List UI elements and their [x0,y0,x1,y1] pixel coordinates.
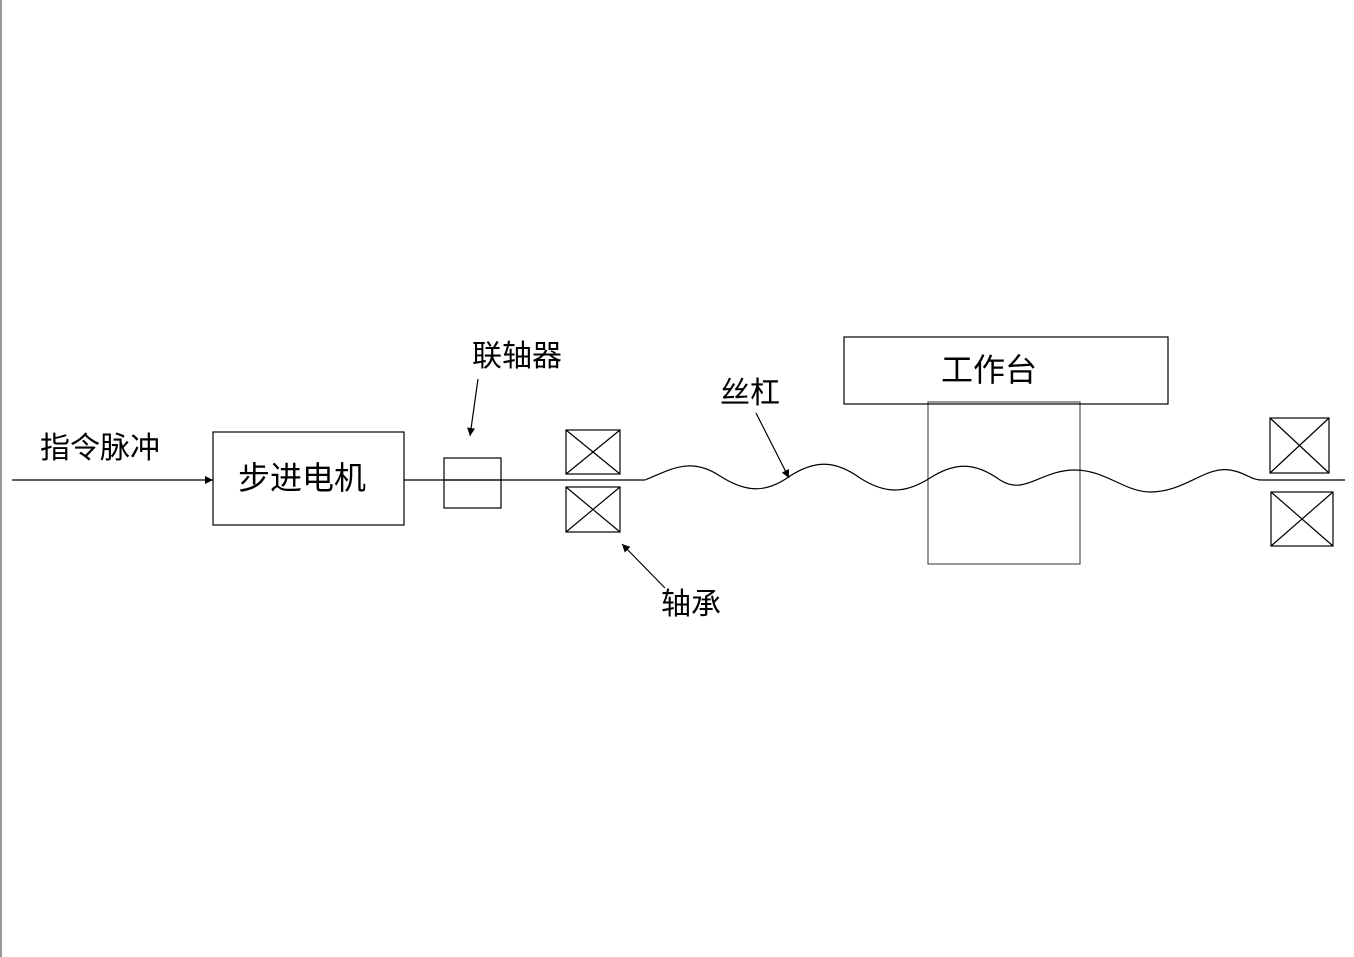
right-bearing-upper [1269,417,1330,474]
worktable-top [843,336,1169,405]
stepper-motor-box [212,431,405,526]
stepper-motor-label: 步进电机 [238,459,366,497]
right-bearing-lower [1270,491,1334,547]
worktable-body [927,401,1081,565]
left-bearing-lower [565,486,621,533]
lead-screw [644,463,1345,493]
bearing-leader-arrow [621,543,666,589]
lead-screw-leader-arrow [755,412,790,479]
lead-screw-label: 丝杠 [720,376,780,411]
left-bearing-upper [565,429,621,475]
command-pulse-label: 指令脉冲 [40,431,160,466]
coupling-leader-arrow [467,378,479,437]
coupling-box [443,457,502,509]
coupling-label: 联轴器 [472,339,562,374]
bearing-label: 轴承 [661,587,721,622]
worktable-label: 工作台 [941,351,1037,389]
